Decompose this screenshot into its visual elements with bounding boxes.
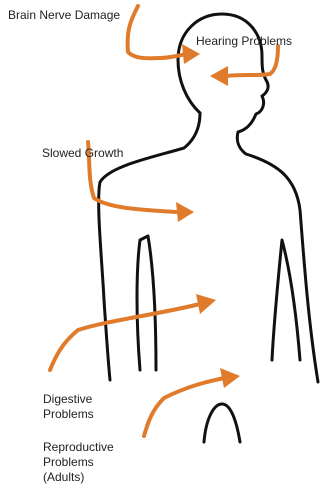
left-arm-inner [137, 236, 156, 370]
right-arm-inner [272, 240, 300, 360]
arrow-hearing [226, 46, 278, 76]
label-digestive-line-1: Digestive [43, 392, 133, 407]
label-reproductive-problems: Reproductive Problems (Adults) [43, 440, 143, 485]
legs-arch [204, 404, 240, 442]
label-slowed-growth: Slowed Growth [42, 146, 123, 161]
arrow-reproductive [144, 378, 224, 436]
label-reproductive-line-3: (Adults) [43, 470, 143, 485]
label-digestive-line-2: Problems [43, 407, 133, 422]
arrow-digestive [50, 304, 200, 370]
label-brain-nerve-damage: Brain Nerve Damage [8, 8, 120, 23]
arrowhead-growth [176, 202, 194, 222]
arrowhead-hearing [210, 66, 228, 86]
label-reproductive-line-2: Problems [43, 455, 143, 470]
arrowhead-reproductive [220, 368, 240, 388]
arrowhead-digestive [196, 294, 216, 314]
label-hearing-problems: Hearing Problems [196, 34, 292, 49]
arrow-brain [128, 6, 186, 58]
label-digestive-problems: Digestive Problems [43, 392, 133, 422]
label-reproductive-line-1: Reproductive [43, 440, 143, 455]
